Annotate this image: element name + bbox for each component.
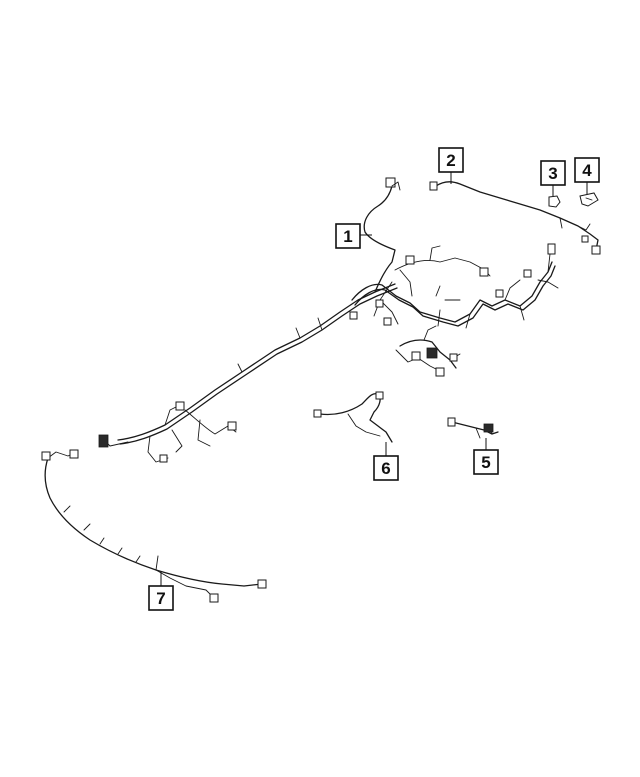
callout-1: 1 <box>335 223 372 249</box>
callout-6: 6 <box>373 442 399 481</box>
callout-7: 7 <box>148 572 174 611</box>
part-6-sensor-harness[interactable] <box>313 391 393 443</box>
callout-5-number: 5 <box>481 453 490 472</box>
part-5-jumper[interactable] <box>447 417 499 439</box>
callout-4-number: 4 <box>582 161 592 180</box>
callout-2: 2 <box>438 147 464 184</box>
part-1-main-harness[interactable] <box>98 177 559 463</box>
callout-1-number: 1 <box>343 227 352 246</box>
callout-7-number: 7 <box>156 589 165 608</box>
callout-5: 5 <box>473 438 499 475</box>
callout-2-number: 2 <box>446 151 455 170</box>
callout-4: 4 <box>574 157 600 194</box>
part-2-harness[interactable] <box>429 181 601 255</box>
part-3-fastener[interactable] <box>548 195 561 208</box>
part-4-clip[interactable] <box>579 192 599 207</box>
callout-3-number: 3 <box>548 164 557 183</box>
part-7-bumper-harness[interactable] <box>41 449 267 603</box>
callout-6-number: 6 <box>381 459 390 478</box>
callout-3: 3 <box>540 160 566 196</box>
